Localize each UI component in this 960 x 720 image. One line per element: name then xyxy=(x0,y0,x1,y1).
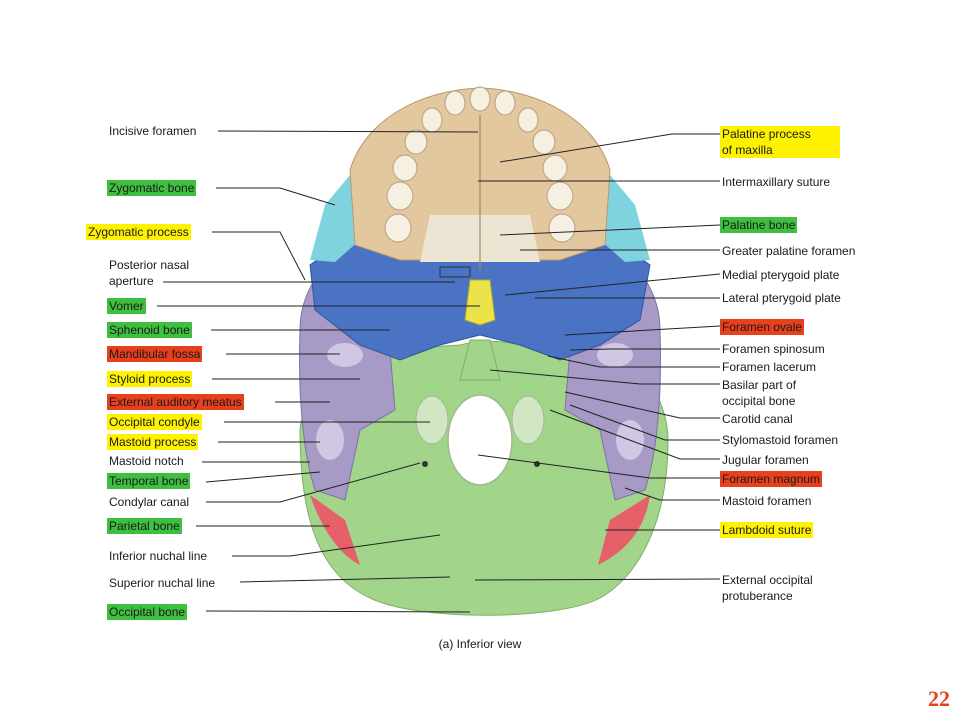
label-condylar-canal: Condylar canal xyxy=(109,495,190,509)
label-posterior-nasal-aperture: Posterior nasal aperture xyxy=(109,258,190,288)
label-lateral-pterygoid-plate: Lateral pterygoid plate xyxy=(722,291,841,305)
label-mastoid-foramen: Mastoid foramen xyxy=(722,494,812,508)
foramen-magnum-opening xyxy=(447,394,513,486)
right-leader-lines xyxy=(474,133,721,581)
occipital-condyle-left xyxy=(415,395,449,445)
label-foramen-ovale: Foramen ovale xyxy=(720,319,805,335)
label-styloid-process: Styloid process xyxy=(107,371,193,387)
label-mastoid-notch: Mastoid notch xyxy=(109,454,184,468)
page-number: 22 xyxy=(928,686,950,711)
label-external-occipital-protuberance: External occipital protuberance xyxy=(722,573,813,603)
label-vomer: Vomer xyxy=(107,298,146,314)
label-mastoid-process: Mastoid process xyxy=(107,434,199,450)
label-sphenoid-bone: Sphenoid bone xyxy=(107,322,192,338)
label-basilar-part-of-occipital-bone: Basilar part of occipital bone xyxy=(722,378,797,408)
label-occipital-condyle: Occipital condyle xyxy=(107,414,202,430)
occipital-condyle-right xyxy=(511,395,545,445)
figure-caption: (a) Inferior view xyxy=(438,637,522,651)
label-jugular-foramen: Jugular foramen xyxy=(722,453,809,467)
left-leader-lines xyxy=(157,130,480,613)
label-palatine-bone: Palatine bone xyxy=(720,217,798,233)
label-zygomatic-process: Zygomatic process xyxy=(86,224,191,240)
label-superior-nuchal-line: Superior nuchal line xyxy=(109,576,216,590)
label-palatine-process-of-maxilla: Palatine process of maxilla xyxy=(720,126,840,158)
label-parietal-bone: Parietal bone xyxy=(107,518,182,534)
label-intermaxillary-suture: Intermaxillary suture xyxy=(722,175,831,189)
label-temporal-bone: Temporal bone xyxy=(107,473,191,489)
label-occipital-bone: Occipital bone xyxy=(107,604,188,620)
label-zygomatic-bone: Zygomatic bone xyxy=(107,180,197,196)
label-mandibular-fossa: Mandibular fossa xyxy=(107,346,203,362)
label-inferior-nuchal-line: Inferior nuchal line xyxy=(109,549,208,563)
label-external-auditory-meatus: External auditory meatus xyxy=(107,394,244,410)
label-lambdoid-suture: Lambdoid suture xyxy=(720,522,814,538)
label-incisive-foramen: Incisive foramen xyxy=(109,124,197,138)
label-medial-pterygoid-plate: Medial pterygoid plate xyxy=(722,268,840,282)
label-greater-palatine-foramen: Greater palatine foramen xyxy=(722,244,856,258)
teeth-row xyxy=(384,86,576,243)
label-foramen-lacerum: Foramen lacerum xyxy=(722,360,817,374)
vomer-region xyxy=(464,279,496,326)
label-foramen-spinosum: Foramen spinosum xyxy=(722,342,825,356)
label-foramen-magnum: Foramen magnum xyxy=(720,471,823,487)
label-carotid-canal: Carotid canal xyxy=(722,412,793,426)
label-stylomastoid-foramen: Stylomastoid foramen xyxy=(722,433,839,447)
